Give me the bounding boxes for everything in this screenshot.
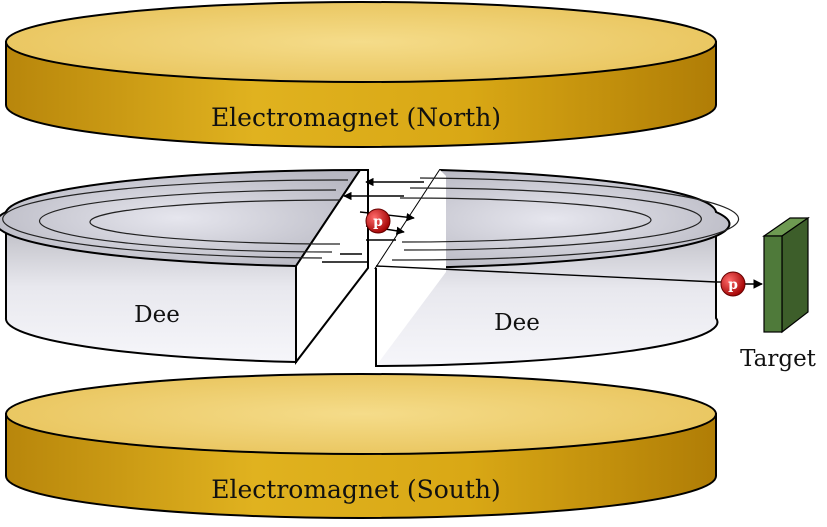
north-magnet-label: Electromagnet (North) xyxy=(211,103,501,132)
proton-center-label: p xyxy=(373,214,383,230)
target-label: Target xyxy=(740,346,817,372)
north-electromagnet: Electromagnet (North) xyxy=(5,1,717,148)
spiral-path-left xyxy=(2,179,349,259)
dee-right-label: Dee xyxy=(494,310,540,336)
target: Target xyxy=(740,216,817,372)
proton-center: p xyxy=(365,208,391,234)
dee-assembly: p Dee Dee xyxy=(0,168,740,368)
dee-left-top xyxy=(0,168,362,268)
north-magnet-top xyxy=(5,1,717,83)
south-electromagnet: Electromagnet (South) xyxy=(5,373,717,519)
target-front-face xyxy=(763,235,783,333)
south-magnet-label: Electromagnet (South) xyxy=(211,475,501,504)
dee-right-top xyxy=(374,168,731,270)
spiral-path-right xyxy=(391,177,740,261)
dee-left-label: Dee xyxy=(134,302,180,328)
south-magnet-top xyxy=(5,373,717,455)
target-right-face xyxy=(781,216,809,334)
proton-exit: p xyxy=(720,271,763,297)
proton-exit-label: p xyxy=(728,277,738,293)
exit-trajectory xyxy=(375,265,717,283)
